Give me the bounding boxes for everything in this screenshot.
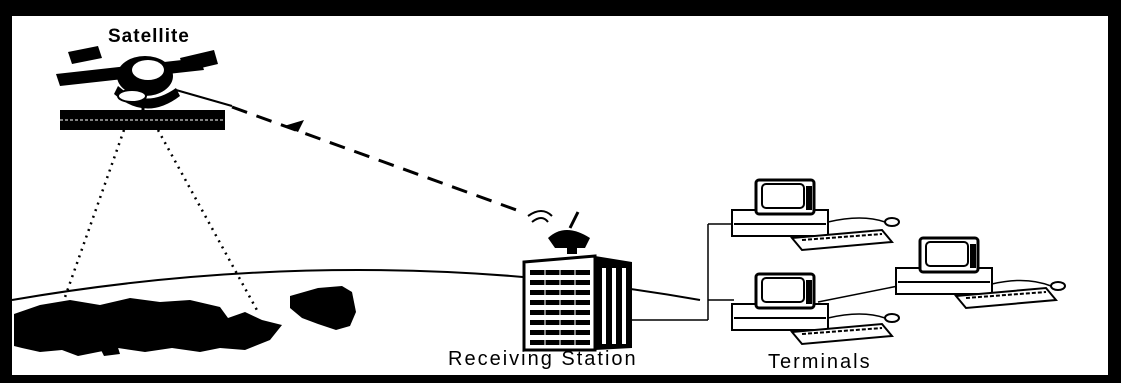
satellite-icon [56,46,232,130]
terminal-icon [732,180,899,250]
terminal-icon [732,274,899,344]
receiving-station-icon [524,211,632,350]
coverage-lines [64,130,258,312]
terminals-label: Terminals [768,351,872,373]
downlink-signal [232,107,522,212]
receiving-station-label: Receiving Station [448,348,638,370]
terminal-icon [896,238,1065,308]
satellite-label: Satellite [108,26,190,47]
downlink-arrowhead [284,120,304,132]
